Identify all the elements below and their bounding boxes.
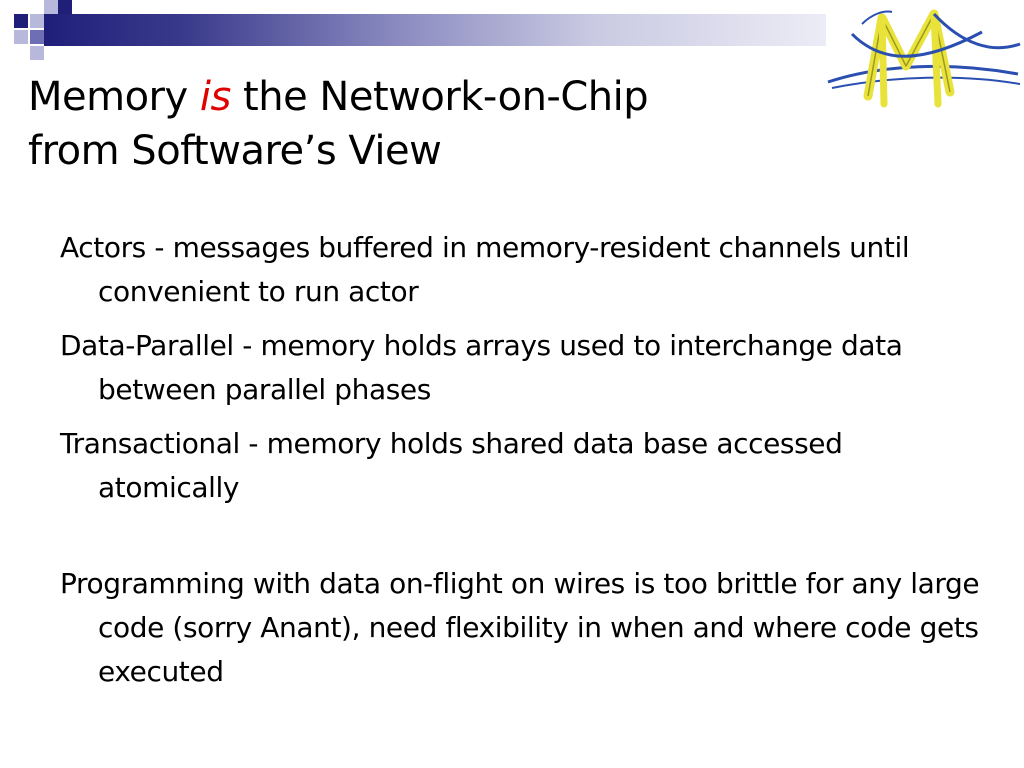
header-square-5: [44, 0, 58, 14]
header-square-4: [30, 30, 44, 44]
header-square-3: [14, 30, 28, 44]
title-part-2: the Network-on-Chip: [230, 74, 649, 120]
header-square-2: [30, 14, 44, 28]
bullet-item: Actors - messages buffered in memory-res…: [60, 231, 910, 308]
bullet-item: Programming with data on-flight on wires…: [60, 567, 980, 688]
title-emphasis: is: [199, 74, 231, 120]
bullet-list: Actors - messages buffered in memory-res…: [60, 226, 990, 704]
header-gradient-bar: [44, 14, 826, 46]
bullet-item: Transactional - memory holds shared data…: [60, 427, 843, 504]
header-square-7: [30, 46, 44, 60]
slide-title: Memory is the Network-on-Chip from Softw…: [28, 70, 649, 178]
bridge-logo-icon: [827, 9, 1021, 108]
header-square-6: [58, 0, 72, 14]
bullet-item: Data-Parallel - memory holds arrays used…: [60, 329, 903, 406]
title-line-2: from Software’s View: [28, 128, 442, 174]
title-part-1: Memory: [28, 74, 200, 120]
header-square-1: [14, 14, 28, 28]
